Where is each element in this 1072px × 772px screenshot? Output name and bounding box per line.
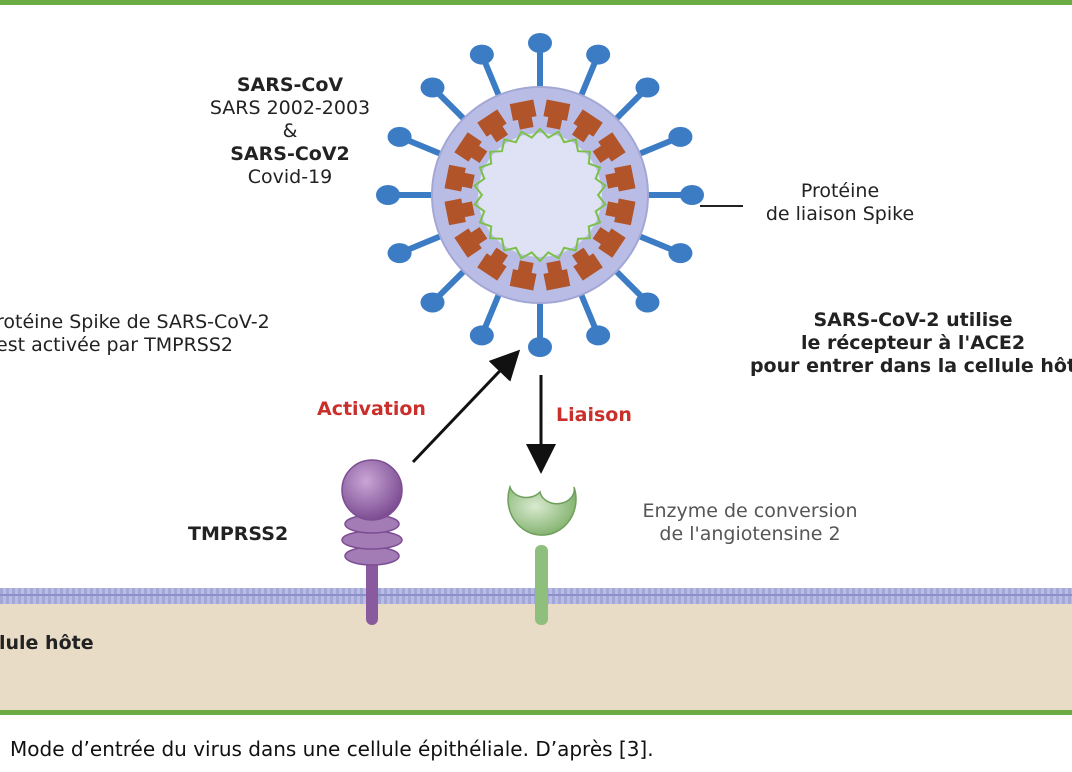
capsid-unit xyxy=(605,198,636,226)
virus-names-label: SARS-CoV SARS 2002-2003 & SARS-CoV2 Covi… xyxy=(180,74,400,189)
spike-protein-label: Protéine de liaison Spike xyxy=(730,180,950,226)
ace2-text-line3: pour entrer dans la cellule hôt xyxy=(749,355,1072,377)
capsid-unit xyxy=(477,247,509,281)
activation-arrow xyxy=(411,349,521,464)
spike-label-line2: de liaison Spike xyxy=(765,203,915,225)
capsid-unit xyxy=(454,132,488,164)
viral-rna xyxy=(473,127,607,263)
enzyme-label-line2: de l'angiotensine 2 xyxy=(659,523,841,545)
spike-head xyxy=(469,44,494,65)
spike-head xyxy=(586,325,611,346)
capsid-unit xyxy=(509,260,537,291)
spike-head xyxy=(420,292,445,313)
host-cell-label: lule hôte xyxy=(0,632,94,654)
spike-head xyxy=(635,77,660,98)
capsid-unit xyxy=(444,164,475,192)
spike-head xyxy=(387,126,412,147)
virus-covid19: Covid-19 xyxy=(247,166,333,188)
spike-head xyxy=(680,185,704,205)
liaison-label: Liaison xyxy=(556,404,632,426)
capsid-unit xyxy=(592,132,626,164)
spike-head xyxy=(387,243,412,264)
spike-head xyxy=(586,44,611,65)
ace2-text-line2: le récepteur à l'ACE2 xyxy=(800,332,1026,354)
virus-ampersand: & xyxy=(282,120,298,142)
capsid-unit xyxy=(477,109,509,143)
capsid-unit xyxy=(543,99,571,130)
spike-head xyxy=(376,185,400,205)
tmprss2-activation-text: rotéine Spike de SARS-CoV-2 est activée … xyxy=(0,311,270,357)
tmprss2-label: TMPRSS2 xyxy=(188,523,289,545)
tmprss-text-line1: rotéine Spike de SARS-CoV-2 xyxy=(0,311,270,333)
virus xyxy=(376,33,704,357)
capsid-unit xyxy=(509,99,537,130)
capsid-unit xyxy=(592,226,626,258)
frame-top-border xyxy=(0,0,1072,5)
capsid-unit xyxy=(571,247,603,281)
spike-head xyxy=(668,126,693,147)
spike-head xyxy=(528,337,552,357)
capsid-proteins xyxy=(444,99,636,291)
ace2-protein xyxy=(507,484,577,625)
capsid-unit xyxy=(605,164,636,192)
spike-head xyxy=(668,243,693,264)
ace2-entry-text: SARS-CoV-2 utilise le récepteur à l'ACE2… xyxy=(723,309,1072,378)
figure-caption: Mode d’entrée du virus dans une cellule … xyxy=(10,737,654,761)
ace2-text-line1: SARS-CoV-2 utilise xyxy=(813,309,1013,331)
spike-head xyxy=(469,325,494,346)
virus-name-sars-cov2: SARS-CoV2 xyxy=(230,143,350,165)
capsid-unit xyxy=(571,109,603,143)
virus-core xyxy=(478,133,602,257)
spike-head xyxy=(528,33,552,53)
tmprss-text-line2: est activée par TMPRSS2 xyxy=(0,334,233,356)
capsid-unit xyxy=(444,198,475,226)
frame-bottom-border xyxy=(0,710,1072,715)
tmprss2-protein xyxy=(341,459,403,625)
activation-label: Activation xyxy=(317,398,426,420)
capsid-unit xyxy=(543,260,571,291)
capsid-unit xyxy=(454,226,488,258)
spike-head xyxy=(420,77,445,98)
spike-head xyxy=(635,292,660,313)
ace2-enzyme-label: Enzyme de conversion de l'angiotensine 2 xyxy=(600,500,900,546)
virus-outbreak-2002: SARS 2002-2003 xyxy=(209,97,371,119)
spike-label-line1: Protéine xyxy=(800,180,880,202)
virus-name-sars-cov: SARS-CoV xyxy=(236,74,344,96)
enzyme-label-line1: Enzyme de conversion xyxy=(642,500,858,522)
